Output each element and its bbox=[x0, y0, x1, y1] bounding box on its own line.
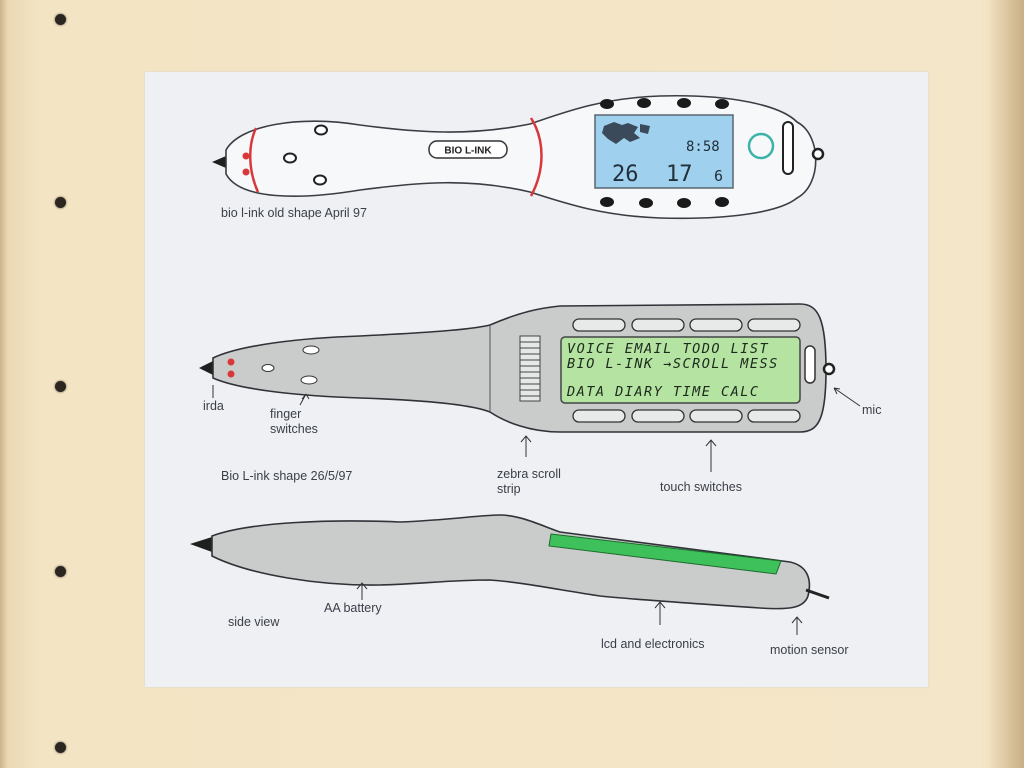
zebra-arrow bbox=[520, 435, 532, 457]
touch-switch-buttons bbox=[572, 318, 801, 423]
top-ring-icon bbox=[747, 132, 775, 160]
top-red-line-right bbox=[529, 117, 543, 197]
middle-lcd-line2: BIO L-INK →SCROLL MESS bbox=[567, 356, 779, 372]
mic-arrow bbox=[833, 387, 861, 407]
middle-lcd-line3: DATA DIARY TIME CALC bbox=[566, 384, 760, 400]
top-brand-label: BIO L-INK bbox=[444, 146, 492, 157]
middle-irda-dot bbox=[227, 370, 235, 378]
middle-device: VOICE EMAIL TODO LIST BIO L-INK →SCROLL … bbox=[199, 303, 881, 496]
binder-hole bbox=[55, 566, 66, 577]
middle-finger-switch bbox=[261, 364, 275, 372]
top-loop bbox=[811, 147, 825, 161]
middle-finger-switch bbox=[302, 345, 320, 355]
lcd-electronics-label: lcd and electronics bbox=[601, 637, 705, 651]
side-view-caption: side view bbox=[228, 615, 280, 629]
top-lcd-time: 8:58 bbox=[686, 139, 720, 155]
middle-slot bbox=[804, 345, 816, 384]
top-irda-dot bbox=[242, 152, 250, 160]
middle-finger-switch bbox=[300, 375, 318, 385]
top-brand-badge bbox=[428, 140, 508, 159]
top-device: BIO L-INK 8:58 26 17 6 bio l-ink old sha… bbox=[212, 94, 825, 220]
top-lcd bbox=[594, 114, 734, 189]
binder-hole bbox=[55, 14, 66, 25]
top-lcd-date-a: 26 bbox=[612, 162, 639, 187]
top-finger-switch bbox=[314, 124, 328, 136]
top-lcd-buttons bbox=[600, 98, 729, 208]
world-map-icon bbox=[602, 122, 650, 144]
top-caption: bio l-ink old shape April 97 bbox=[221, 206, 367, 220]
battery-label: AA battery bbox=[324, 601, 382, 615]
side-device-body bbox=[211, 514, 811, 610]
top-irda-dot bbox=[242, 168, 250, 176]
side-green-lcd-strip bbox=[548, 533, 782, 575]
lcd-electronics-arrow bbox=[654, 601, 666, 625]
motion-sensor-label: motion sensor bbox=[770, 643, 849, 657]
zebra-label-2: strip bbox=[497, 482, 521, 496]
touch-switches-arrow bbox=[705, 439, 717, 472]
page-left-edge bbox=[0, 0, 8, 768]
finger-switches-label-1: finger bbox=[270, 407, 301, 421]
finger-switches-label-2: switches bbox=[270, 422, 318, 436]
top-red-line-left bbox=[248, 127, 260, 193]
binder-hole bbox=[55, 742, 66, 753]
motion-sensor-tip bbox=[805, 588, 830, 600]
middle-lcd-line1: VOICE EMAIL TODO LIST bbox=[567, 341, 769, 357]
zebra-label-1: zebra scroll bbox=[497, 467, 561, 481]
motion-sensor-arrow bbox=[791, 616, 803, 635]
middle-pen-tip bbox=[199, 361, 213, 375]
battery-arrow bbox=[356, 582, 368, 600]
middle-lcd bbox=[560, 336, 801, 404]
side-pen-tip bbox=[190, 537, 212, 552]
top-lcd-date-c: 6 bbox=[714, 167, 723, 185]
binder-hole bbox=[55, 381, 66, 392]
side-view-device: AA battery lcd and electronics motion se… bbox=[190, 514, 849, 657]
page-right-edge bbox=[990, 0, 1024, 768]
middle-irda-dot bbox=[227, 358, 235, 366]
top-slot bbox=[782, 121, 794, 175]
finger-switches-arrow bbox=[299, 393, 310, 406]
mic-label: mic bbox=[862, 403, 881, 417]
touch-switches-label: touch switches bbox=[660, 480, 742, 494]
top-pen-tip bbox=[212, 156, 226, 168]
top-finger-switch bbox=[283, 152, 297, 164]
top-finger-switch bbox=[313, 174, 327, 186]
middle-caption: Bio L-ink shape 26/5/97 bbox=[221, 469, 352, 483]
top-lcd-date-b: 17 bbox=[666, 162, 693, 187]
binder-hole bbox=[55, 197, 66, 208]
irda-label: irda bbox=[203, 399, 224, 413]
middle-mic-loop bbox=[822, 362, 836, 376]
zebra-scroll-strip bbox=[519, 335, 541, 402]
